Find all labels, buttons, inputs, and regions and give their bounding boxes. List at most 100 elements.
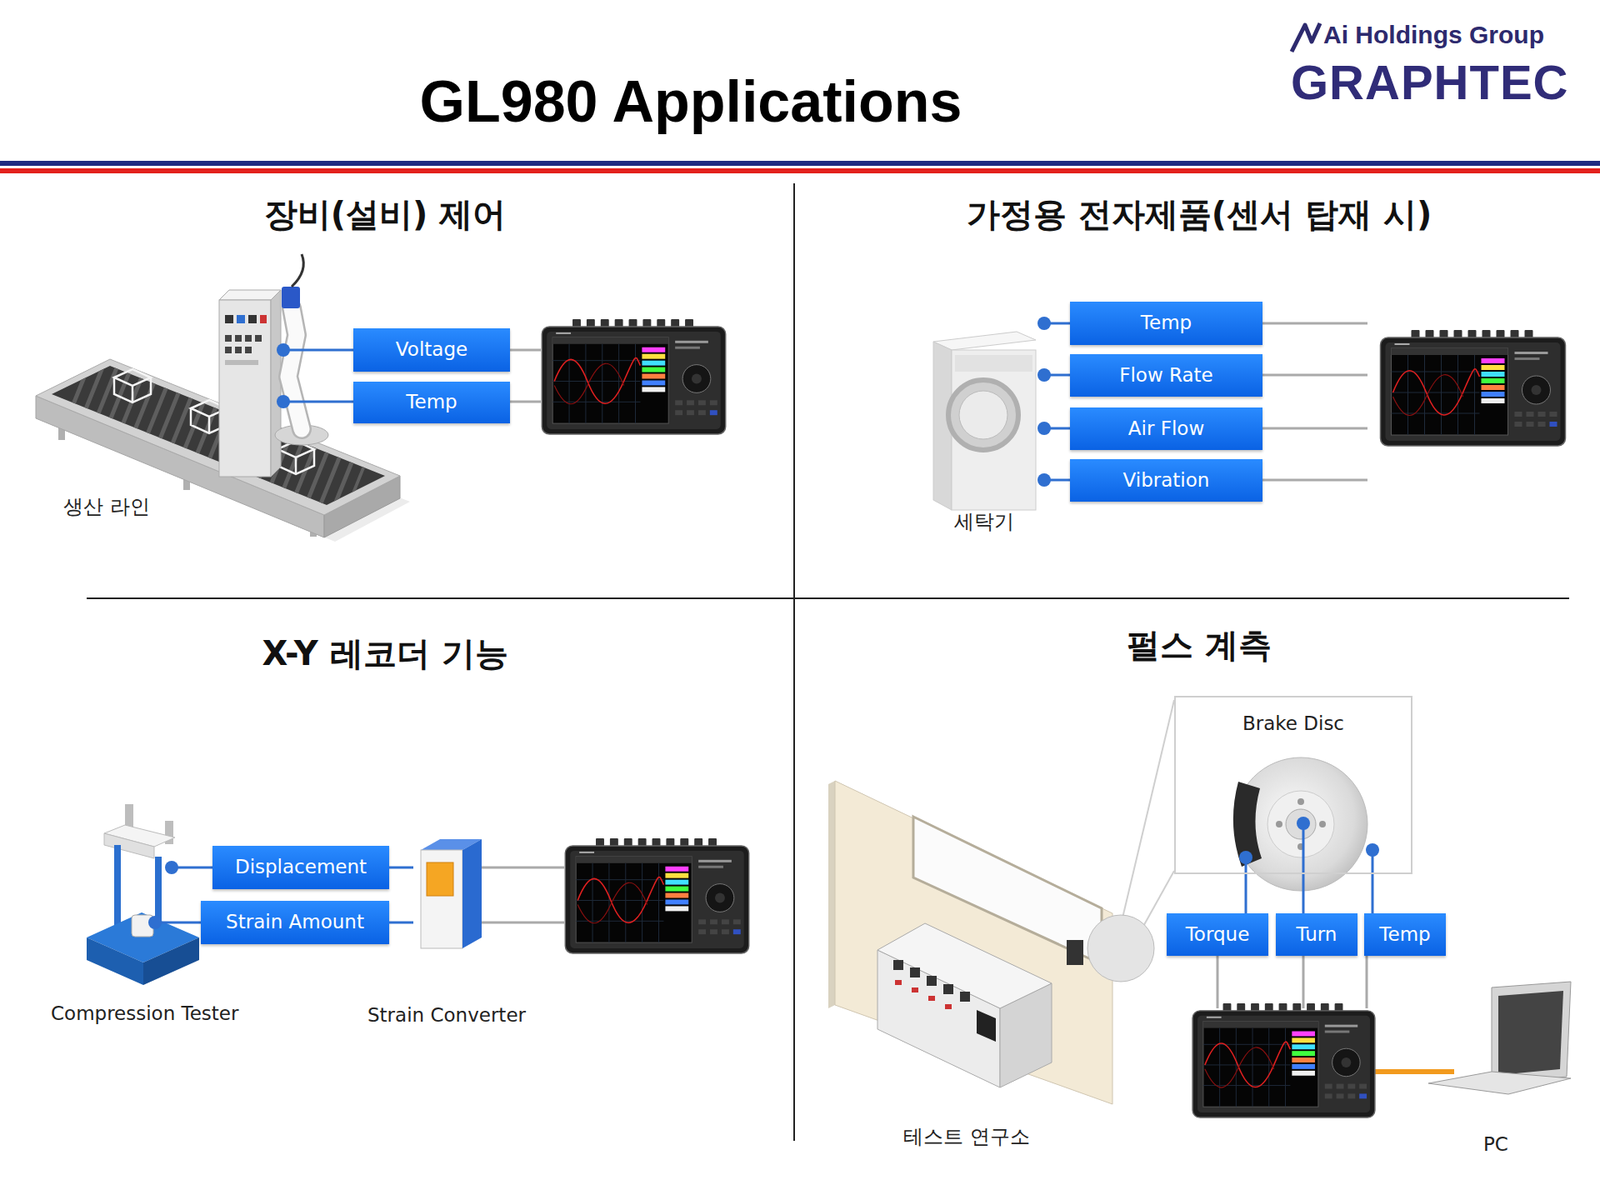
sensor-wire <box>155 921 201 925</box>
sensor-box: Torque <box>1166 913 1269 956</box>
header-stripe <box>0 168 1600 174</box>
logo-brand: GRAPHTEC <box>1290 53 1569 112</box>
conveyor-illustration <box>35 359 400 515</box>
test-lab-illustration <box>960 991 970 1002</box>
sensor-wire <box>148 915 162 930</box>
washer-illustration <box>955 355 1033 372</box>
equipment-caption: 테스트 연구소 <box>903 1125 1030 1150</box>
section-heading: 펄스 계측 <box>907 625 1491 665</box>
sensor-wire <box>1037 473 1051 487</box>
device-name: Brake Disc <box>1175 712 1411 736</box>
laptop-illustration <box>1428 981 1571 1095</box>
brake-disc-illustration <box>1267 790 1335 858</box>
sensor-name: Torque <box>1185 924 1250 945</box>
washer-illustration <box>933 331 1036 350</box>
sensor-wire <box>1365 955 1369 1009</box>
robot-arm <box>288 308 302 430</box>
logo-mark <box>1291 23 1320 52</box>
sensor-box: Air Flow <box>1070 407 1263 450</box>
brake-disc-illustration <box>1285 809 1316 840</box>
sensor-wire <box>1262 374 1368 377</box>
test-lab-illustration <box>835 780 1113 1105</box>
device-name: Strain Converter <box>367 1004 526 1028</box>
quadrant-divider <box>793 183 795 1141</box>
connector-line <box>389 866 414 870</box>
signal-wire <box>481 866 565 870</box>
sensor-box: Turn <box>1275 913 1358 956</box>
control-cabinet <box>235 335 242 342</box>
logo-mark <box>1291 23 1320 52</box>
connector-line <box>1245 874 1248 914</box>
test-lab-illustration <box>877 923 1052 1009</box>
laptop-illustration <box>1491 981 1571 1084</box>
sensor-wire <box>1262 479 1368 482</box>
sensor-name: Turn <box>1296 924 1338 945</box>
sensor-name: Temp <box>1140 312 1192 334</box>
test-lab-illustration <box>895 980 902 985</box>
strain-converter-illustration <box>462 839 482 949</box>
sensor-wire <box>283 349 354 352</box>
section-heading: X-Y 레코더 기능 <box>93 633 677 674</box>
sensor-box: Displacement <box>212 845 390 890</box>
control-cabinet <box>260 315 267 324</box>
sensor-box: Temp <box>353 381 510 424</box>
test-lab-illustration <box>910 967 920 978</box>
data-logger <box>541 319 725 435</box>
sensor-name: Strain Amount <box>225 911 365 933</box>
test-lab-illustration <box>911 987 919 993</box>
control-cabinet <box>225 346 232 354</box>
washer-illustration <box>948 380 1019 450</box>
page-title: GL980 Applications <box>274 68 1108 135</box>
sensor-wire <box>1037 368 1051 382</box>
equipment-caption: Compression Tester <box>50 1002 239 1026</box>
header-stripe <box>0 160 1600 166</box>
control-cabinet <box>225 335 232 342</box>
section-heading: 장비(설비) 제어 <box>93 194 677 235</box>
strain-converter-illustration <box>420 839 482 949</box>
sensor-wire <box>510 349 541 352</box>
control-cabinet <box>248 315 257 324</box>
compression-tester <box>86 804 200 985</box>
sensor-wire <box>1296 816 1310 830</box>
sensor-wire <box>1302 955 1305 1009</box>
test-lab-illustration <box>926 975 937 986</box>
sensor-box: Vibration <box>1070 459 1263 502</box>
connector-line <box>1302 874 1305 914</box>
data-logger <box>1192 1003 1375 1118</box>
equipment-caption: 세탁기 <box>954 510 1015 535</box>
laptop-illustration <box>1428 1071 1571 1095</box>
quadrant-divider <box>86 183 1570 1141</box>
test-lab-illustration <box>945 1004 952 1010</box>
compression-tester <box>104 833 155 859</box>
brake-disc-illustration <box>1319 820 1326 828</box>
sensor-name: Vibration <box>1123 470 1210 491</box>
test-lab-illustration <box>943 984 954 995</box>
sensor-name: Displacement <box>235 856 367 878</box>
strain-converter-illustration <box>420 850 463 949</box>
laptop-illustration <box>1498 990 1564 1075</box>
sensor-name: Temp <box>405 391 457 413</box>
sensor-name: Voltage <box>395 339 468 360</box>
test-lab-illustration <box>1066 940 1084 965</box>
sensor-wire <box>1365 843 1380 857</box>
test-lab-illustration <box>828 780 835 1009</box>
control-cabinet <box>219 290 281 477</box>
control-cabinet <box>245 346 252 354</box>
test-lab-illustration <box>893 960 904 970</box>
header-stripe <box>0 160 1600 174</box>
sensor-wire <box>1302 823 1305 875</box>
sensor-wire <box>1037 421 1051 435</box>
brake-disc-illustration <box>1297 798 1305 805</box>
logo-group: Ai Holdings Group <box>1323 20 1545 50</box>
brake-disc-illustration <box>1233 757 1368 891</box>
control-cabinet <box>225 360 259 365</box>
quadrant-divider <box>86 597 1570 600</box>
control-cabinet <box>225 315 234 324</box>
control-cabinet <box>219 290 281 300</box>
test-lab-illustration <box>1120 700 1175 925</box>
sensor-name: Air Flow <box>1128 418 1205 440</box>
